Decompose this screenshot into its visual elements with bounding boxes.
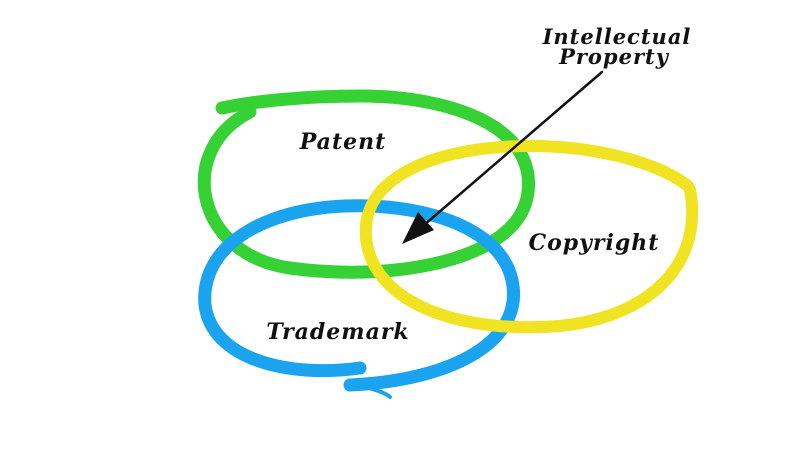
copyright-circle [359,139,699,334]
callout-line-2: Property [558,44,670,69]
patent-label: Patent [299,129,387,155]
intellectual-property-callout: Intellectual Property [402,24,692,244]
arrow-shaft [414,70,604,234]
trademark-label: Trademark [266,319,409,345]
arrow-head-icon [402,212,434,244]
callout-arrow [402,70,604,244]
copyright-label: Copyright [529,230,660,256]
trademark-circle [198,199,520,399]
patent-circle [197,89,535,279]
callout-line-1: Intellectual [542,24,692,49]
